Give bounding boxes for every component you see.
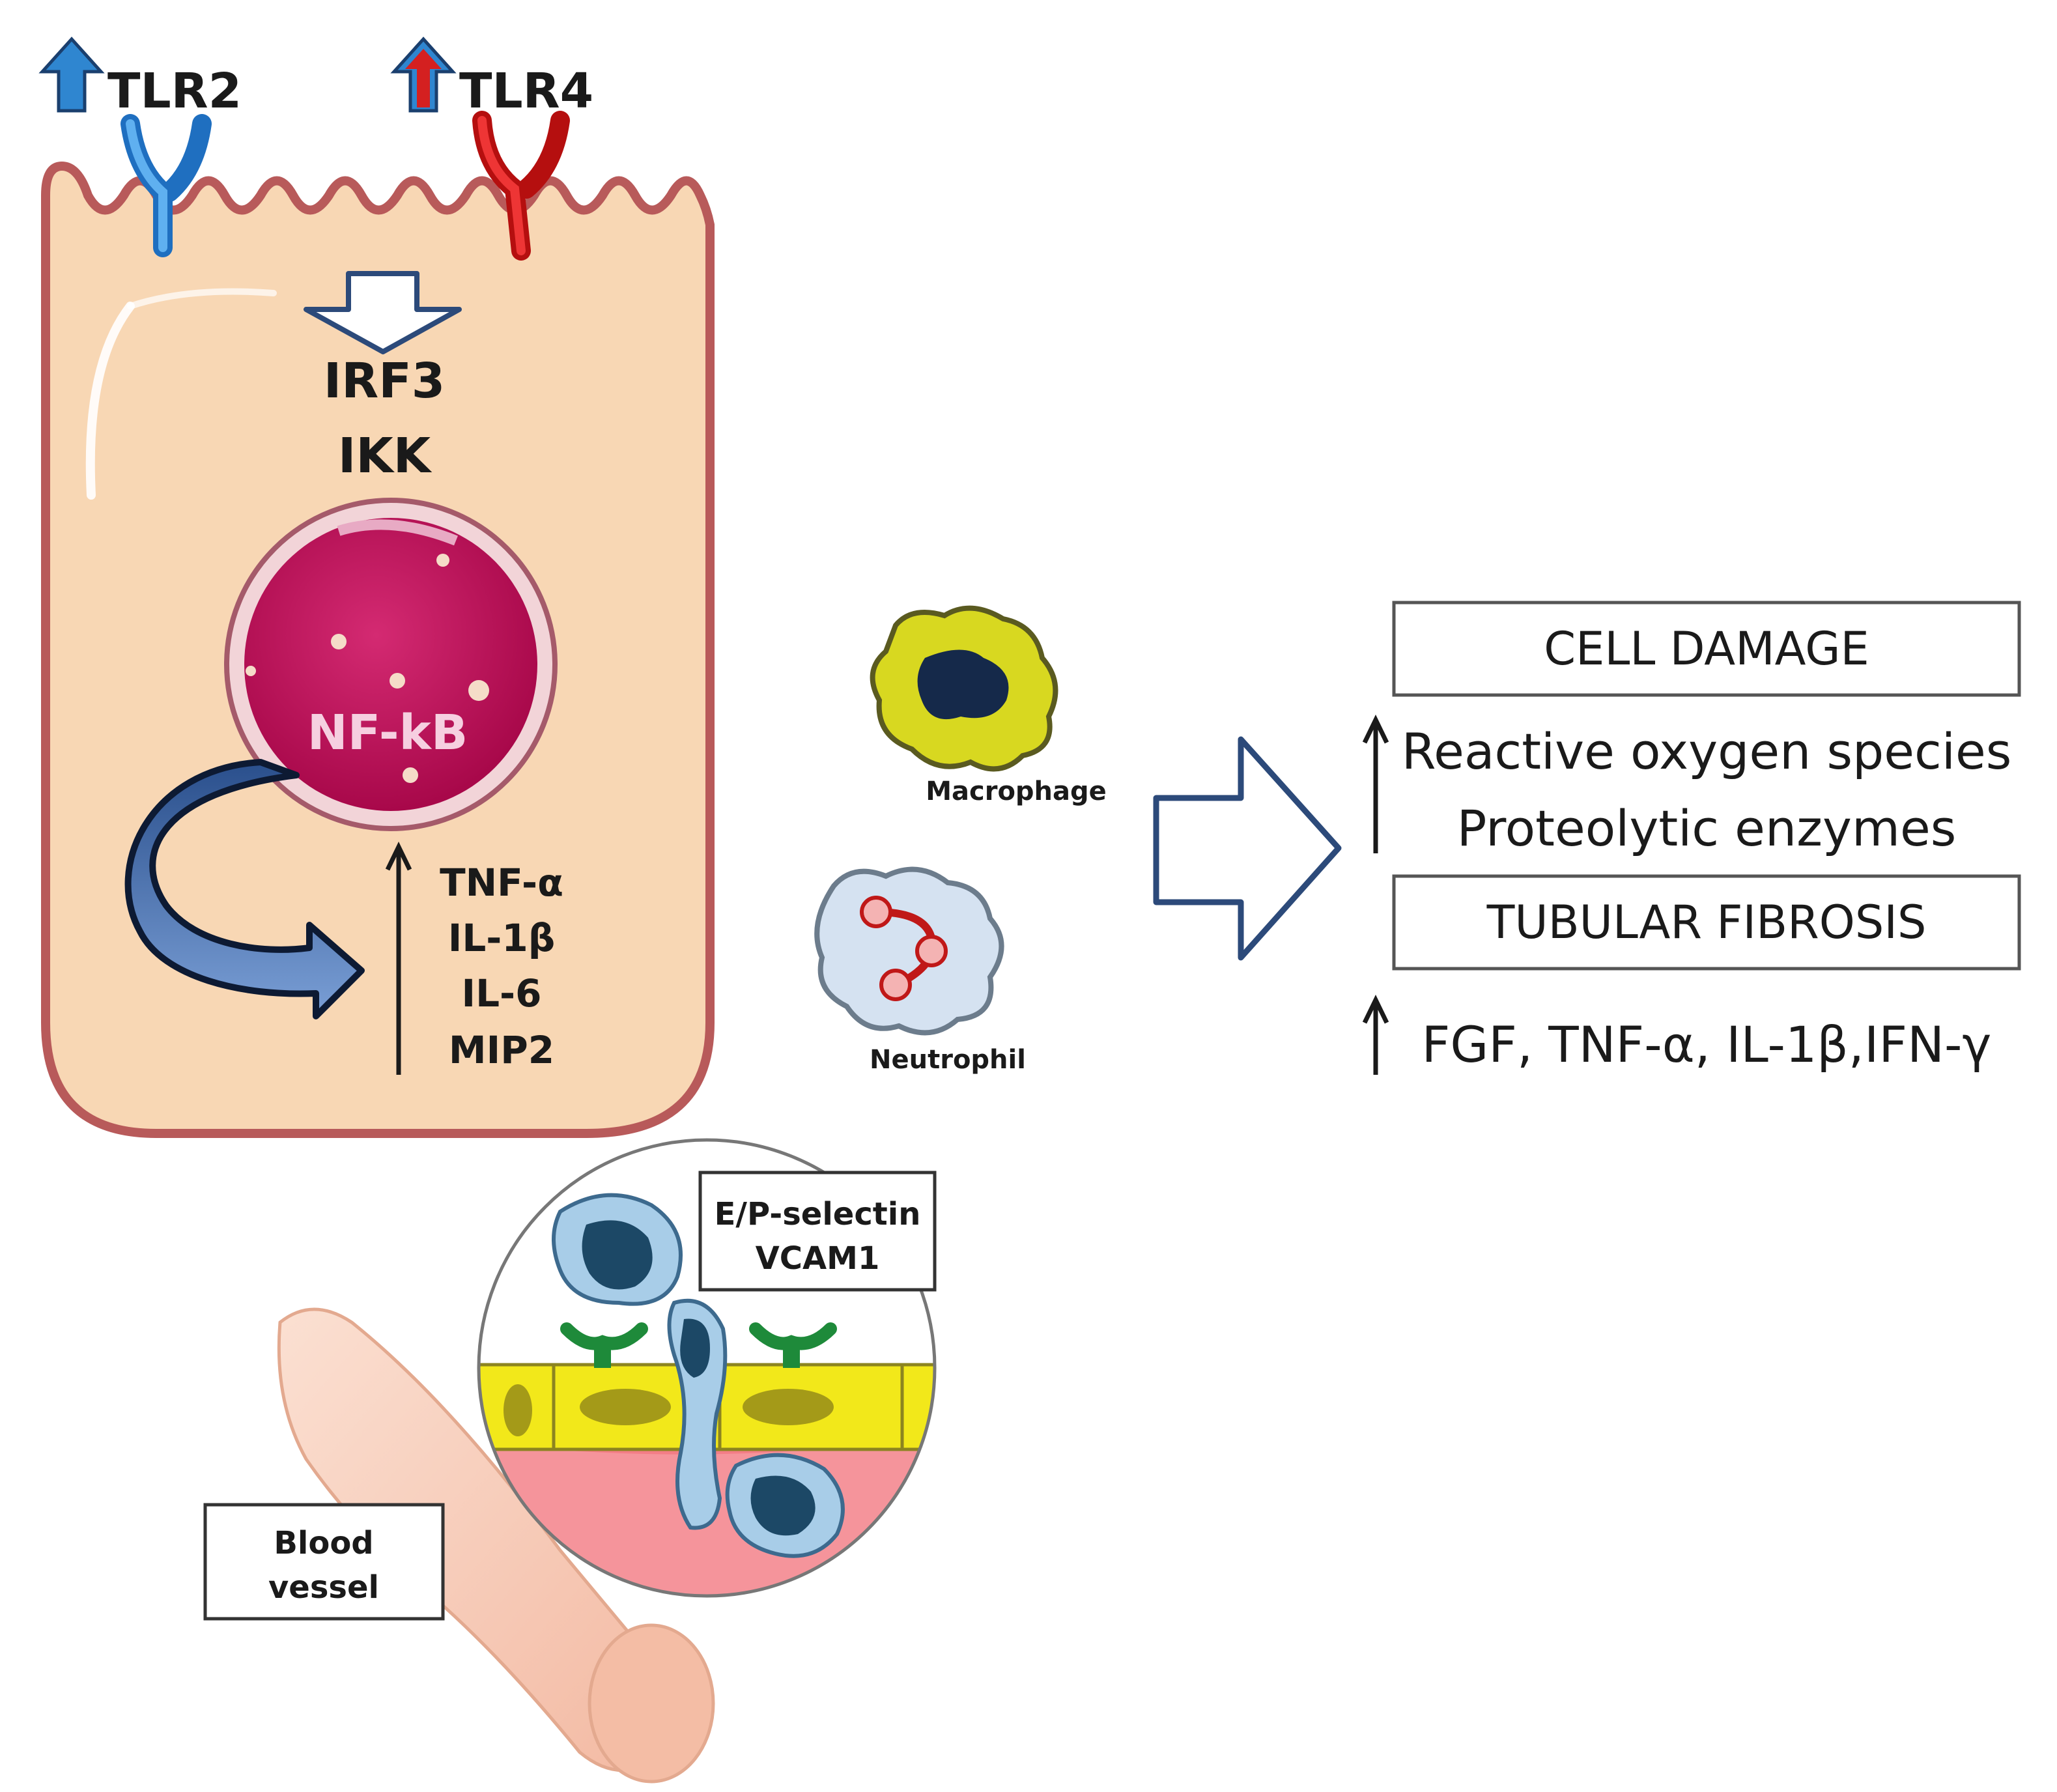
neutrophil-cell-icon xyxy=(814,866,1004,1036)
outcome-right-arrow-icon xyxy=(1153,736,1342,961)
ikk-label: IKK xyxy=(338,428,433,484)
nucleus xyxy=(224,498,558,831)
tlr2-receptor xyxy=(121,114,212,257)
macrophage-cell-icon xyxy=(870,605,1058,772)
tubular-fibrosis-box xyxy=(1392,874,2021,971)
fibrosis-factors-label: FGF, TNF-α, IL-1β,IFN-γ xyxy=(1422,1016,1992,1074)
blood-vessel-label: Blood xyxy=(274,1525,373,1561)
tlr4-receptor xyxy=(472,111,570,261)
cytokine-label: IL-6 xyxy=(462,971,542,1016)
tlr2-up-arrow-icon xyxy=(38,36,105,113)
vcam1-label: VCAM1 xyxy=(756,1240,880,1277)
tlr4-label: TLR4 xyxy=(459,63,593,119)
ros-label: Reactive oxygen species xyxy=(1402,722,2012,780)
tubular-fibrosis-label: TUBULAR FIBROSIS xyxy=(1486,896,1927,949)
irf3-label: IRF3 xyxy=(324,353,446,409)
cell-damage-label: CELL DAMAGE xyxy=(1544,622,1869,676)
blood-vessel-box xyxy=(203,1503,445,1621)
blood-vessel xyxy=(277,1307,715,1784)
cytokine-label: MIP2 xyxy=(449,1028,554,1072)
tlr2-label: TLR2 xyxy=(107,63,242,119)
cytokine-label: IL-1β xyxy=(448,916,555,960)
tlr4-up-arrow-icon xyxy=(390,36,457,113)
signal-down-arrow-icon xyxy=(304,271,462,354)
endothelium-inset xyxy=(477,1138,937,1598)
cell-damage-box xyxy=(1392,601,2021,697)
macrophage-label: Macrophage xyxy=(926,776,1107,806)
selectin-box xyxy=(698,1171,937,1292)
blood-vessel-label: vessel xyxy=(268,1569,379,1606)
neutrophil-label: Neutrophil xyxy=(870,1045,1026,1075)
proteolytic-label: Proteolytic enzymes xyxy=(1457,799,1957,857)
nfkb-transcription-arrow-icon xyxy=(124,759,365,1019)
selectin-label: E/P-selectin xyxy=(715,1196,921,1232)
nfkb-label: NF-kB xyxy=(307,705,468,761)
cytokine-label: TNF-α xyxy=(440,860,563,905)
